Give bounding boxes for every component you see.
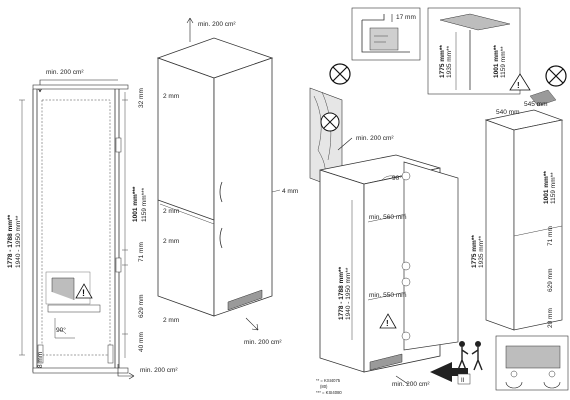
dim-1775-label: 1775 mm** bbox=[439, 45, 446, 78]
dim-1159-label-right: 1159 mm** bbox=[500, 46, 507, 78]
dim-1159-b-label: 1159 mm** bbox=[550, 172, 557, 204]
niche-section-panel: min. 200 cm² 1778 - 1788 mm** 1940 - 195… bbox=[7, 69, 178, 380]
rotate-arrow-left-icon bbox=[505, 381, 523, 389]
install-angle-label: 90° bbox=[392, 174, 402, 182]
hinge-circle-1 bbox=[401, 171, 411, 181]
dim-2mm-b: 2 mm bbox=[163, 208, 179, 215]
dim-2mm-d: 2 mm bbox=[163, 317, 179, 324]
angle-label: 90° bbox=[56, 326, 66, 334]
footnote-3: *** = KSI4080 bbox=[316, 390, 342, 395]
fridge-outline bbox=[41, 99, 111, 356]
cabinet-perspective-panel: min. 200 cm² 2 mm 2 mm 2 mm 2 mm 4 mm mi… bbox=[156, 17, 298, 346]
foot-adjust-left-icon bbox=[510, 370, 518, 378]
airflow-bottom-label: min. 200 cm² bbox=[140, 367, 178, 374]
dim-4mm: 4 mm bbox=[282, 188, 298, 195]
dim-1001-label: 1001 mm*** bbox=[132, 186, 139, 222]
dim-8-label: 8 mm bbox=[37, 352, 44, 368]
foot-right bbox=[107, 344, 114, 364]
footnote-2: (80) bbox=[320, 384, 328, 389]
dim-20-right-label: 20 mm bbox=[547, 308, 554, 328]
install-airflow-bottom-label: min. 200 cm² bbox=[392, 381, 430, 388]
cabinet-airflow-arrow-bottom bbox=[245, 317, 259, 331]
right-detail-panel: 17 mm 1775 mm** 1935 mm** 1001 mm** 1159… bbox=[351, 7, 569, 391]
panel-strip bbox=[47, 304, 101, 313]
install-niche-height-alt-label: 1940 - 1950 mm** bbox=[345, 267, 352, 320]
hinge-circle-4 bbox=[401, 331, 411, 341]
footnote-1: ** = KSI4075 bbox=[316, 378, 341, 383]
dim-1001-label-right: 1001 mm** bbox=[493, 45, 500, 78]
install-niche-height-label: 1778 - 1788 mm** bbox=[338, 266, 345, 320]
hinge-upper bbox=[115, 137, 122, 153]
dim-40-label: 40 mm bbox=[138, 332, 145, 352]
install-airflow-top-label: min. 200 cm² bbox=[356, 135, 394, 142]
ii-box bbox=[457, 373, 471, 385]
ceiling-slab bbox=[32, 84, 129, 90]
dim-1775-b-label: 1775 mm** bbox=[471, 235, 478, 268]
hinge-bracket-icon bbox=[51, 277, 75, 300]
dim-560-label: min. 560 mm bbox=[369, 214, 407, 221]
push-arrow-icon bbox=[430, 362, 468, 382]
plinth-vent bbox=[227, 289, 263, 311]
dim-17-label: 17 mm bbox=[396, 14, 416, 21]
foot-adjust-right-icon bbox=[548, 370, 556, 378]
hinge-circle-3 bbox=[401, 277, 411, 287]
warning-triangle-icon bbox=[75, 283, 93, 299]
upper-handle bbox=[219, 181, 223, 203]
dim-550-label: min. 550 mm bbox=[369, 292, 407, 299]
dim-545-label: 545 mm bbox=[524, 101, 547, 108]
install-warning-icon bbox=[379, 313, 397, 329]
foot-left bbox=[37, 344, 44, 364]
door-split-line bbox=[157, 199, 215, 221]
svg-text:!: ! bbox=[386, 319, 389, 328]
dim-629-label: 629 mm bbox=[138, 295, 145, 318]
right-warning-icon bbox=[509, 73, 531, 91]
install-plinth-vent bbox=[369, 353, 403, 371]
angle-guide bbox=[54, 318, 75, 339]
floor-slab bbox=[32, 367, 129, 374]
dim-1001-b-label: 1001 mm** bbox=[543, 171, 550, 204]
svg-text:II: II bbox=[461, 378, 465, 384]
dim-629-right-label: 629 mm bbox=[547, 269, 554, 292]
appliance-front bbox=[513, 119, 563, 331]
dim-71-label: 71 mm bbox=[138, 242, 145, 262]
hinge-circle-2 bbox=[401, 261, 411, 271]
cabinet-airflow-bottom-label: min. 200 cm² bbox=[244, 339, 282, 346]
dim-540-label: 540 mm bbox=[496, 109, 519, 116]
install-door bbox=[403, 161, 459, 351]
dim-32-label: 32 mm bbox=[138, 88, 145, 108]
dim-1935-label: 1935 mm** bbox=[446, 45, 453, 78]
svg-text:!: ! bbox=[517, 81, 520, 90]
cabinet-airflow-top-label: min. 200 cm² bbox=[198, 21, 236, 28]
lower-handle bbox=[219, 227, 223, 249]
installation-panel: min. 200 cm² 90° min. 560 mm min. 550 mm… bbox=[309, 63, 483, 395]
rotate-arrow-right-icon bbox=[543, 381, 561, 389]
appliance-side bbox=[485, 119, 515, 331]
dim-1159-label: 1159 mm*** bbox=[141, 187, 148, 222]
dim-71-right-label: 71 mm bbox=[547, 226, 554, 246]
dim-2mm-a: 2 mm bbox=[163, 93, 179, 100]
niche-height-label: 1778 - 1788 mm** bbox=[7, 214, 14, 268]
dim-2mm-c: 2 mm bbox=[163, 238, 179, 245]
warning-exclamation-icon: ! bbox=[82, 288, 85, 298]
airflow-top-label: min. 200 cm² bbox=[46, 69, 84, 76]
airflow-arrow-bottom bbox=[117, 364, 134, 377]
hinge-lower bbox=[115, 257, 122, 273]
niche-height-alt-label: 1940 - 1950 mm** bbox=[15, 215, 22, 268]
two-person-lift-icon bbox=[457, 341, 483, 371]
dim-1935-b-label: 1935 mm** bbox=[478, 235, 485, 268]
cabinet-side-face bbox=[213, 57, 273, 317]
